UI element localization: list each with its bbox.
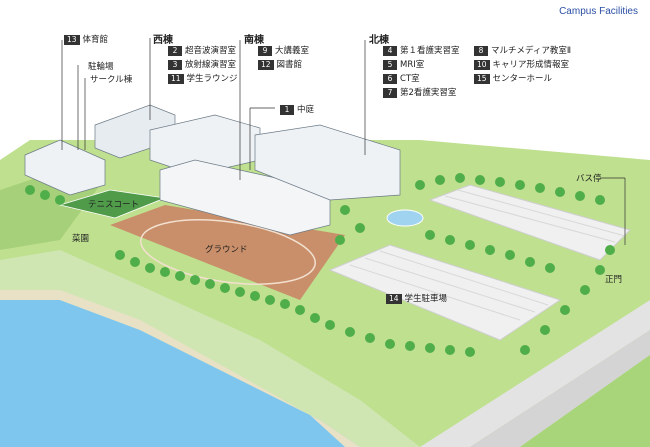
ground-label: グラウンド [205,245,248,255]
garden-label: 菜園 [72,234,90,244]
parking-number: 14 [386,294,402,304]
circle-label: サークル棟 [90,75,133,85]
running-track [140,219,316,285]
north-title: 北棟 [369,35,389,46]
parking-lines [349,189,626,321]
river [0,300,360,447]
courtyard-text: 中庭 [297,105,315,115]
fountain [386,209,424,227]
parking-text: 学生駐車場 [404,294,448,304]
main-road-side [470,330,650,447]
gym-text: 体育館 [82,35,109,45]
trees [25,173,615,357]
student-parking [328,244,562,341]
south-title: 南棟 [244,35,264,46]
north-building [254,124,401,201]
tennis-label: テニスコート [88,200,140,210]
buildings [24,104,401,236]
main-road [420,300,650,447]
campus-facilities-title: Campus Facilities [559,6,638,17]
south-building [159,159,331,236]
gym-number: 13 [64,35,80,45]
leader-lines [61,38,626,245]
west-title: 西棟 [153,35,173,46]
gate-label: 正門 [605,275,623,285]
north-parking [428,184,631,261]
gym-building [24,139,106,196]
bus-label: バス停 [576,174,602,184]
bike-label: 駐輪場 [88,62,114,72]
outer-grass [520,355,650,447]
courtyard-number: 1 [280,105,294,115]
